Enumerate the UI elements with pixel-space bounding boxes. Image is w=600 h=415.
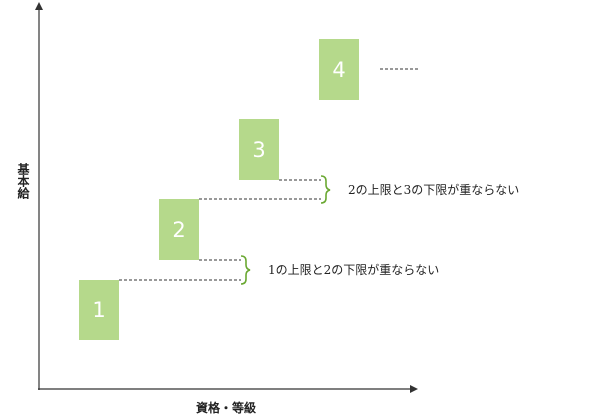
- brace-2-3: [320, 175, 331, 204]
- annotation-1-2: 1の上限と2の下限が重ならない: [268, 262, 439, 277]
- y-axis-label: 基本給: [16, 162, 30, 200]
- grade-label-2: 2: [172, 218, 185, 242]
- grade-box-4: [319, 39, 359, 100]
- annotation-2-3: 2の上限と3の下限が重ならない: [348, 182, 519, 197]
- grade-box-1: [79, 280, 119, 340]
- grade-label-3: 3: [252, 138, 265, 162]
- grade-label-4: 4: [332, 58, 345, 82]
- brace-1-2: [240, 255, 251, 285]
- grade-label-1: 1: [92, 298, 105, 322]
- grade-box-2: [159, 199, 199, 260]
- grade-box-3: [239, 119, 279, 180]
- x-axis-label: 資格・等級: [196, 400, 256, 415]
